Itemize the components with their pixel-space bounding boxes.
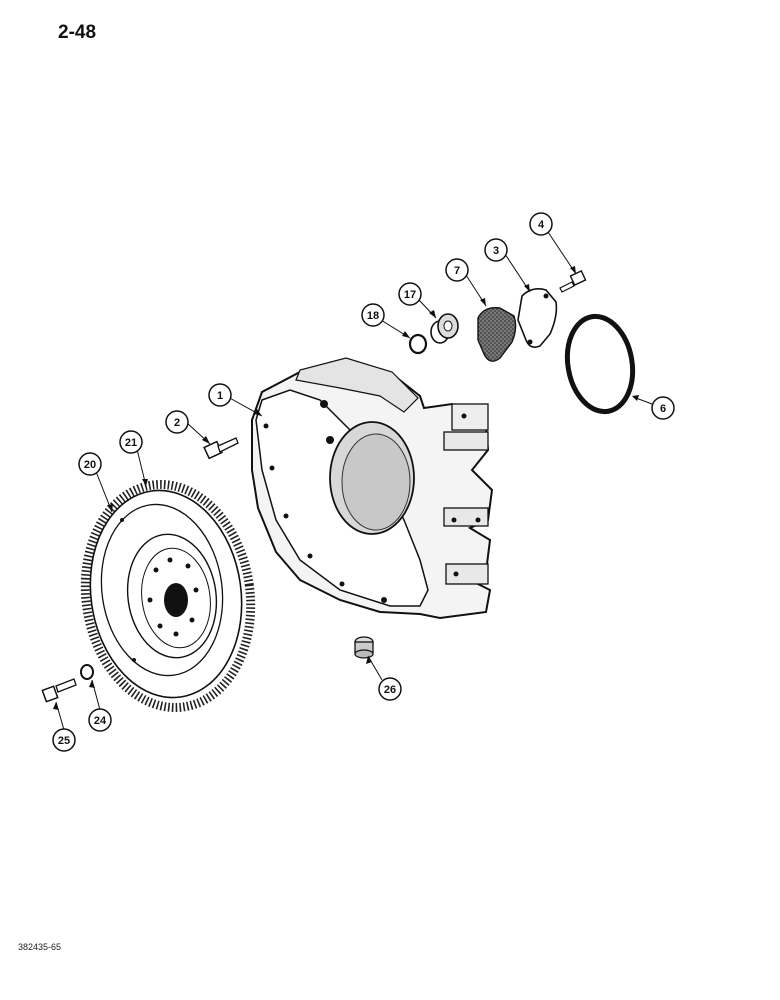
callout-label: 1 xyxy=(217,390,223,402)
flywheel-housing xyxy=(251,357,494,620)
callout-25: 25 xyxy=(52,728,76,752)
cover-plate-3 xyxy=(517,288,558,348)
callout-4: 4 xyxy=(529,212,553,236)
callout-label: 2 xyxy=(174,417,180,429)
callout-21: 21 xyxy=(119,430,143,454)
callout-label: 17 xyxy=(404,289,416,301)
callout-1: 1 xyxy=(208,383,232,407)
callout-3: 3 xyxy=(484,238,508,262)
flywheel xyxy=(80,480,256,712)
callout-label: 20 xyxy=(84,459,96,471)
figure-code: 382435-65 xyxy=(18,942,62,952)
callout-label: 4 xyxy=(538,219,545,231)
bolt-25 xyxy=(41,678,77,703)
callout-2: 2 xyxy=(165,410,189,434)
callout-label: 25 xyxy=(58,735,70,747)
callout-24: 24 xyxy=(88,708,112,732)
seal-ring-18 xyxy=(408,333,428,355)
o-ring-6 xyxy=(564,313,636,415)
page-number: 2-48 xyxy=(58,22,97,43)
callout-18: 18 xyxy=(361,303,385,327)
callout-7: 7 xyxy=(445,258,469,282)
bushing-17 xyxy=(430,313,459,344)
callout-label: 26 xyxy=(384,684,396,696)
callout-label: 18 xyxy=(367,310,379,322)
callout-17: 17 xyxy=(398,282,422,306)
callout-label: 3 xyxy=(493,245,499,257)
callout-label: 24 xyxy=(94,715,107,727)
callout-26: 26 xyxy=(378,677,402,701)
callout-label: 6 xyxy=(660,403,666,415)
callout-20: 20 xyxy=(78,452,102,476)
bolt-4 xyxy=(559,270,587,293)
callout-label: 21 xyxy=(125,437,137,449)
callout-label: 7 xyxy=(454,265,460,277)
callout-6: 6 xyxy=(651,396,675,420)
washer-24 xyxy=(80,664,94,680)
gasket-7 xyxy=(477,307,517,362)
bolt-2 xyxy=(203,437,239,460)
plug-26 xyxy=(354,636,374,659)
leader-arrowheads xyxy=(53,266,639,710)
